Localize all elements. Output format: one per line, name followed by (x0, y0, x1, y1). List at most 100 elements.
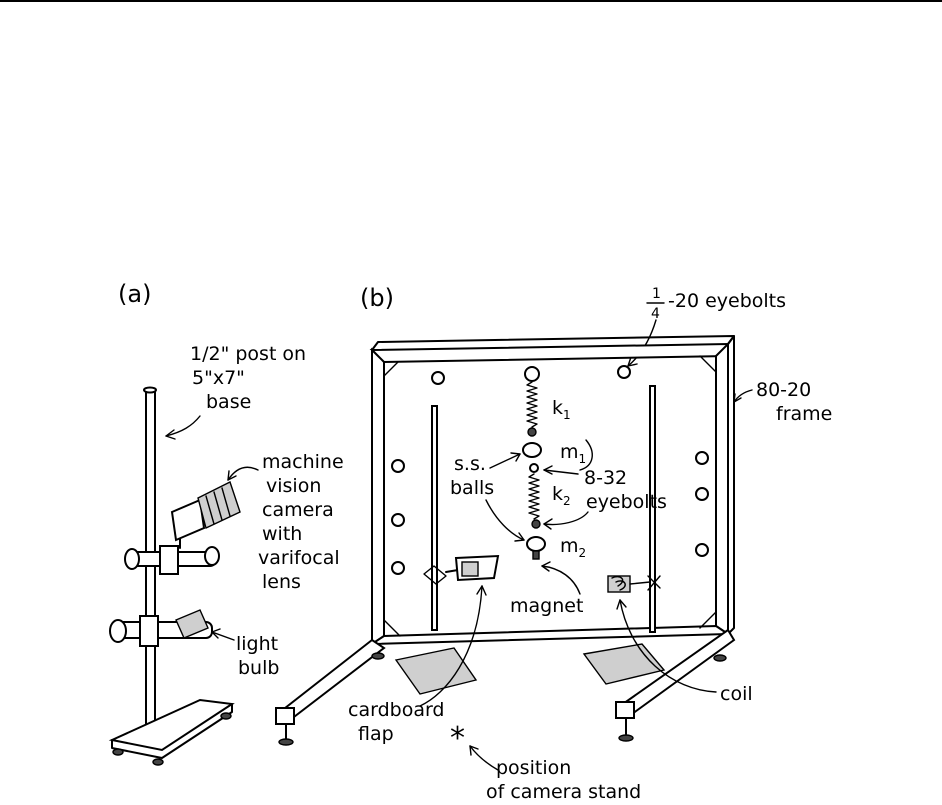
eyebolt-top-center (524, 366, 540, 382)
eyebolt-fraction-num: 1 (652, 286, 661, 302)
camera-clamp (159, 545, 179, 575)
balls-arrowhead-m2 (514, 532, 525, 542)
eyebolts-arrow-upper (579, 439, 593, 471)
eyebolts-top-label: -20 eyebolts (668, 290, 786, 312)
eyebolt-top-left (431, 371, 445, 385)
m1-letter: m (560, 441, 579, 463)
ball-m1 (522, 442, 542, 458)
k2-letter: k (552, 483, 563, 505)
balls-label-line1: s.s. (454, 453, 486, 475)
coil-label: coil (720, 683, 753, 705)
right-leg-foot-block (615, 701, 635, 719)
camera-label-line1: machine (262, 451, 344, 473)
base-foot-1 (112, 748, 124, 756)
balls-arrow-m1 (489, 453, 521, 469)
flap-label-line1: cardboard (348, 699, 445, 721)
eyebolt-top-right (617, 365, 631, 379)
post-label-line3: base (206, 391, 251, 413)
k1-label: k1 (552, 397, 571, 422)
coil (607, 575, 631, 593)
frame-label-line1: 80-20 (756, 379, 811, 401)
frame-rear-foot-left (371, 652, 385, 660)
eyebolt-right-3 (695, 543, 709, 557)
panel-a-tag: (a) (118, 280, 151, 308)
camera-crossbar-knob-left (124, 548, 140, 570)
coil-label-arrowhead (616, 599, 627, 610)
frame-rear-foot-right (713, 654, 727, 662)
light-bulb (175, 609, 209, 639)
camera-label-line4: with (262, 523, 302, 545)
camera-label-line2: vision (266, 475, 321, 497)
frame-corner-gussets (383, 355, 717, 637)
post-top-cap (143, 386, 157, 394)
magnet (532, 550, 540, 560)
bulb-crossbar-knob (109, 619, 127, 643)
camera-position-mark: * (450, 721, 465, 756)
m1-label: m1 (560, 441, 586, 466)
camera-label-arrow (227, 466, 259, 481)
eyebolt-fraction-den: 4 (651, 306, 660, 322)
flap-label-arrow (419, 585, 483, 707)
camera-lens (197, 481, 241, 529)
panel-b: (b) 1 4 -20 eyebolts 80-20 frame (275, 284, 832, 803)
k1-subscript: 1 (563, 408, 571, 422)
k2-label: k2 (552, 483, 571, 508)
spring-k1 (526, 381, 538, 428)
eyebolt-left-1 (391, 459, 405, 473)
frame-right-post-edge (727, 335, 735, 635)
frame-right-post (715, 341, 729, 636)
right-leg-foot-pad (618, 734, 634, 742)
frame-bottom-rail (368, 624, 732, 646)
post-label-line1: 1/2" post on (190, 343, 306, 365)
balls-arrowhead-m1 (510, 452, 521, 462)
bulb-label-line1: light (236, 633, 278, 655)
camera-label-line6: lens (262, 571, 301, 593)
magnet-label: magnet (510, 595, 583, 617)
base-foot-3 (220, 712, 232, 720)
coil-label-arrow (619, 599, 717, 693)
m2-subscript: 2 (579, 546, 587, 560)
m2-letter: m (560, 535, 579, 557)
stand-base-edge (111, 703, 233, 759)
eyebolt-k1-lower (527, 427, 537, 437)
bulb-label-arrowhead (211, 628, 221, 639)
eyebolt-right-1 (695, 451, 709, 465)
m2-label: m2 (560, 535, 586, 560)
flap-label-arrowhead (476, 585, 487, 596)
eyebolt-left-3 (391, 561, 405, 575)
eyebolts-top-arrow (627, 319, 657, 367)
spring-mass-system (522, 381, 546, 560)
camera-body (170, 498, 206, 542)
eyebolts-arrowhead-mid (543, 465, 553, 475)
eyebolts-mid-label-line2: eyebolts (586, 491, 667, 513)
camera-label-line3: camera (262, 499, 334, 521)
bulb-clamp (139, 615, 159, 647)
post-label-line2: 5"x7" (192, 367, 245, 389)
base-foot-2 (152, 758, 164, 766)
coil-windings (611, 576, 626, 591)
camera-position-arrow (469, 745, 499, 771)
flap-holder (461, 561, 479, 577)
bulb-label-line2: bulb (238, 657, 279, 679)
balls-arrow-m2 (485, 499, 525, 541)
left-leg-foot-pad (278, 738, 294, 746)
eyebolt-m1-lower (529, 463, 539, 473)
eyebolt-right-2 (695, 487, 709, 501)
flap-clamp (423, 565, 447, 585)
camera-lens-rings (205, 487, 231, 525)
ball-m2 (526, 536, 546, 552)
post-label-arrow (165, 415, 201, 437)
k1-letter: k (552, 397, 563, 419)
bulb-label-arrow (211, 631, 235, 641)
spring-k2 (528, 473, 540, 520)
frame-label-arrowhead (733, 393, 742, 403)
top-rule (0, 0, 942, 2)
camera-crossbar-knob-right (204, 546, 220, 566)
right-inner-stand-rod (649, 385, 656, 633)
eyebolts-mid-label-line1: 8-32 (584, 467, 627, 489)
eyebolts-arrow-mid (543, 469, 579, 475)
eyebolts-arrowhead-lower (543, 518, 553, 530)
frame-left-post (371, 347, 385, 646)
balls-label-line2: balls (450, 477, 494, 499)
